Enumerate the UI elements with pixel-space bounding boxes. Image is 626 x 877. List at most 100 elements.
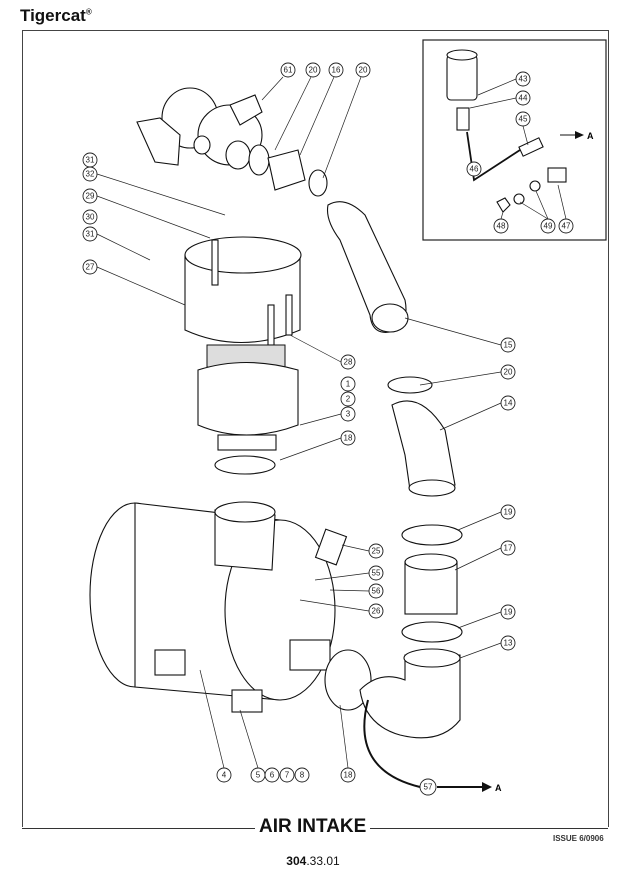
svg-text:20: 20: [309, 66, 318, 75]
callout-6: 6: [264, 767, 280, 783]
callout-18: 18: [340, 430, 356, 446]
svg-text:7: 7: [285, 771, 290, 780]
callout-55: 55: [368, 565, 384, 581]
svg-text:14: 14: [504, 399, 513, 408]
svg-text:61: 61: [284, 66, 293, 75]
svg-text:43: 43: [519, 75, 528, 84]
callout-47: 47: [558, 218, 574, 234]
callout-45: 45: [515, 111, 531, 127]
callout-32: 32: [82, 166, 98, 182]
svg-text:57: 57: [424, 783, 433, 792]
svg-text:31: 31: [86, 156, 95, 165]
page-number: 304.33.01: [0, 854, 626, 868]
callout-8: 8: [294, 767, 310, 783]
turbocharger: [136, 87, 263, 170]
arrow-label-a-inset: A: [587, 131, 594, 141]
callout-44: 44: [515, 90, 531, 106]
svg-text:48: 48: [497, 222, 506, 231]
svg-text:6: 6: [270, 771, 275, 780]
svg-text:27: 27: [86, 263, 95, 272]
svg-text:18: 18: [344, 434, 353, 443]
callout-3: 3: [340, 406, 356, 422]
svg-text:26: 26: [372, 607, 381, 616]
callout-43: 43: [515, 71, 531, 87]
callout-17: 17: [500, 540, 516, 556]
page-number-rest: .33.01: [306, 854, 340, 868]
indicator-25: [314, 528, 348, 566]
callout-31: 31: [82, 226, 98, 242]
callout-25: 25: [368, 543, 384, 559]
clamp-19b: [401, 621, 463, 643]
svg-text:55: 55: [372, 569, 381, 578]
svg-text:30: 30: [86, 213, 95, 222]
svg-text:45: 45: [519, 115, 528, 124]
svg-text:1: 1: [346, 380, 351, 389]
callouts: 61 20 16 20 31 32 29 30 31 27 28 1 2 3 1…: [82, 62, 574, 796]
diagram-frame: [22, 30, 609, 827]
callout-46: 46: [466, 161, 482, 177]
svg-text:16: 16: [332, 66, 341, 75]
fitting-45: [518, 137, 544, 157]
brand-name: Tigercat: [20, 6, 86, 25]
callout-48: 48: [493, 218, 509, 234]
title-row: AIR INTAKE: [22, 816, 608, 840]
clamp-20b: [308, 169, 328, 197]
arrow-label-a: A: [495, 783, 502, 793]
svg-text:15: 15: [504, 341, 513, 350]
callout-28: 28: [340, 354, 356, 370]
page-title: AIR INTAKE: [255, 816, 371, 838]
svg-text:4: 4: [222, 771, 227, 780]
callout-4: 4: [216, 767, 232, 783]
callout-16: 16: [328, 62, 344, 78]
callout-20: 20: [355, 62, 371, 78]
callout-2: 2: [340, 391, 356, 407]
svg-text:17: 17: [504, 544, 513, 553]
brand-mark: ®: [85, 7, 92, 17]
svg-text:46: 46: [470, 165, 479, 174]
clamp-19a: [401, 524, 463, 546]
callout-31: 31: [82, 152, 98, 168]
callout-61: 61: [280, 62, 296, 78]
callout-57: 57: [419, 778, 437, 796]
page-number-section: 304: [286, 854, 307, 868]
leader-lines: [96, 76, 567, 769]
svg-text:44: 44: [519, 94, 528, 103]
elbow-13: [359, 654, 461, 739]
svg-text:18: 18: [344, 771, 353, 780]
callout-18: 18: [340, 767, 356, 783]
restriction-indicator-43: [446, 49, 478, 131]
callout-1: 1: [340, 376, 356, 392]
svg-text:47: 47: [562, 222, 571, 231]
pre-cleaner-1: [197, 344, 299, 475]
tube-46: [466, 131, 521, 182]
callout-14: 14: [500, 395, 516, 411]
air-cleaner-housing: [89, 501, 336, 713]
callout-20: 20: [500, 364, 516, 380]
svg-text:5: 5: [256, 771, 261, 780]
svg-text:29: 29: [86, 192, 95, 201]
callout-7: 7: [279, 767, 295, 783]
callout-15: 15: [500, 337, 516, 353]
clamp-20a: [248, 144, 270, 176]
callout-20: 20: [305, 62, 321, 78]
svg-text:13: 13: [504, 639, 513, 648]
svg-text:20: 20: [504, 368, 513, 377]
svg-text:49: 49: [544, 222, 553, 231]
inset-box: [422, 39, 607, 241]
issue-label: ISSUE 6/0906: [553, 834, 604, 843]
svg-text:8: 8: [300, 771, 305, 780]
callout-56: 56: [368, 583, 384, 599]
callout-19: 19: [500, 504, 516, 520]
svg-text:32: 32: [86, 170, 95, 179]
coupler-17: [404, 561, 458, 615]
callout-27: 27: [82, 259, 98, 275]
callout-13: 13: [500, 635, 516, 651]
svg-text:19: 19: [504, 508, 513, 517]
svg-text:56: 56: [372, 587, 381, 596]
svg-text:3: 3: [346, 410, 351, 419]
callout-26: 26: [368, 603, 384, 619]
clamp-18: [324, 649, 372, 711]
vacuum-line: [363, 699, 421, 788]
callout-19: 19: [500, 604, 516, 620]
